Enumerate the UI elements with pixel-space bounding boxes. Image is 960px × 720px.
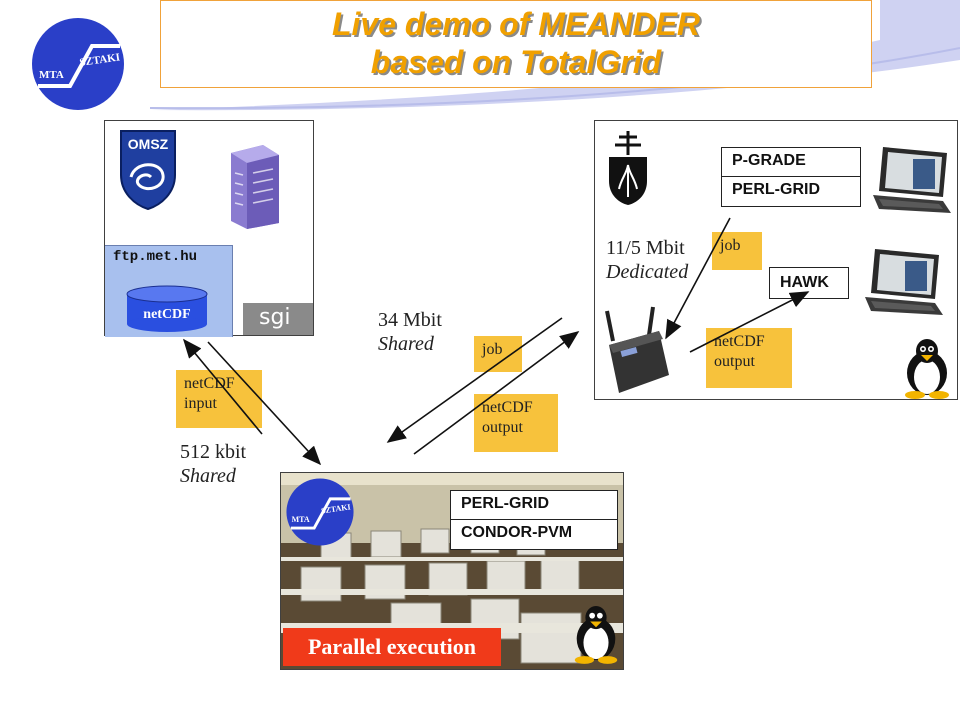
laptop-icon — [865, 249, 943, 315]
sgi-logo-text: sgi — [259, 305, 291, 330]
wireless-router-icon — [605, 306, 669, 393]
omsz-logo-icon: OMSZ — [120, 130, 176, 211]
netcdf-input-label: netCDF input — [176, 370, 262, 428]
hawk-label: HAWK — [780, 274, 829, 291]
server-tower-icon — [231, 145, 279, 229]
tux-penguin-icon — [905, 339, 949, 399]
tool-perl-grid-lab: PERL-GRID — [461, 495, 549, 512]
omsz-panel: OMSZ ftp.met.hu netCDF sgi — [104, 120, 314, 337]
university-crest-icon — [609, 131, 647, 205]
tool-perl-grid: PERL-GRID — [722, 176, 860, 202]
link-middle-speed: 34 Mbit — [378, 309, 442, 331]
logo-text-sztaki-small: SZTAKI — [320, 502, 351, 515]
logo-text-mta: MTA — [39, 69, 64, 81]
ftp-server-box: ftp.met.hu netCDF — [105, 245, 233, 337]
database-cylinder-icon: netCDF — [126, 285, 208, 332]
hawk-box: HAWK — [769, 267, 849, 299]
link-left-type: Shared — [180, 465, 236, 487]
pgrade-tools-box: P-GRADE PERL-GRID — [721, 147, 861, 207]
logo-text-sztaki: SZTAKI — [79, 51, 121, 69]
netcdf-output-label-middle: netCDF output — [474, 394, 558, 452]
ftp-server-name: ftp.met.hu — [113, 249, 198, 265]
link-label-right: 11/5 Mbit Dedicated — [606, 236, 688, 284]
link-right-type: Dedicated — [606, 261, 689, 283]
netcdf-output-middle-line1: netCDF — [482, 399, 533, 416]
link-left-speed: 512 kbit — [180, 441, 247, 463]
link-middle-type: Shared — [378, 333, 434, 355]
omsz-logo-text: OMSZ — [128, 136, 169, 152]
link-right-speed: 11/5 Mbit — [606, 237, 685, 259]
link-label-left: 512 kbit Shared — [180, 440, 246, 488]
title-line-1: Live demo of MEANDER — [331, 6, 701, 42]
netcdf-output-right-line1: netCDF — [714, 333, 765, 350]
job-label-right: job — [712, 232, 762, 270]
logo-text-mta-small: MTA — [292, 515, 310, 524]
tool-pgrade: P-GRADE — [732, 152, 806, 169]
database-label: netCDF — [143, 307, 190, 322]
job-label-middle: job — [474, 336, 522, 372]
mta-sztaki-logo-icon: MTA SZTAKI — [286, 478, 354, 546]
laptop-icon — [873, 147, 951, 213]
netcdf-output-right-line2: output — [714, 353, 755, 370]
link-label-middle: 34 Mbit Shared — [378, 308, 442, 356]
title-box: Live demo of MEANDER based on TotalGrid — [160, 0, 872, 88]
tool-condor-pvm: CONDOR-PVM — [451, 519, 617, 545]
netcdf-output-middle-line2: output — [482, 419, 523, 436]
tux-penguin-icon — [574, 606, 618, 664]
title-line-2: based on TotalGrid — [370, 44, 662, 80]
sgi-logo-icon: sgi — [243, 303, 313, 335]
parallel-execution-label: Parallel execution — [283, 628, 501, 666]
mta-sztaki-logo-icon: MTA SZTAKI — [32, 18, 124, 110]
netcdf-input-line1: netCDF — [184, 375, 235, 392]
netcdf-output-label-right: netCDF output — [706, 328, 792, 388]
netcdf-input-line2: input — [184, 395, 217, 412]
lab-tools-box: PERL-GRID CONDOR-PVM — [450, 490, 618, 550]
